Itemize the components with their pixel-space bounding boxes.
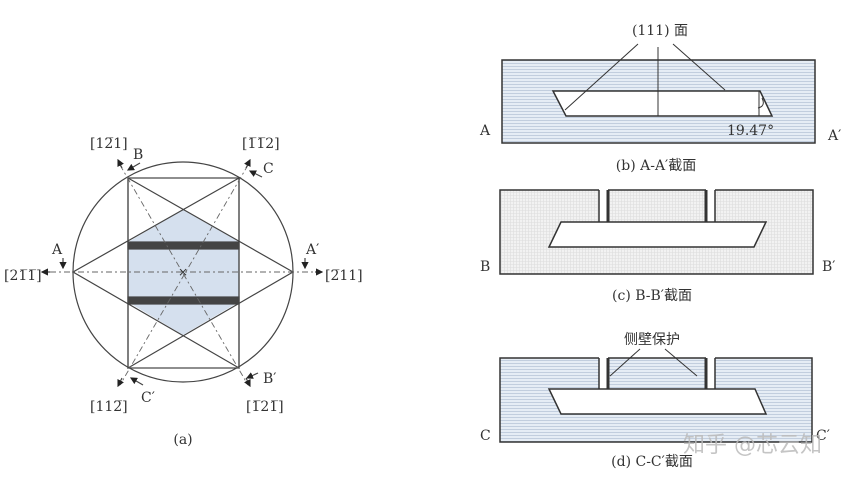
triangle-left — [71, 176, 240, 370]
label-a: A — [479, 123, 491, 139]
dir-left: [21̅1̅] — [4, 268, 42, 284]
center-mark: × — [178, 265, 188, 279]
marker-c-prime: C′ — [141, 390, 155, 406]
label-b-prime: B′ — [822, 259, 835, 275]
dir-right: [2̅11] — [325, 268, 363, 284]
cavity — [547, 221, 768, 248]
marker-a-prime: A′ — [305, 242, 319, 258]
cavity — [551, 90, 774, 117]
sidewall-label: 侧壁保护 — [624, 332, 680, 348]
marker-b: B — [133, 147, 143, 163]
plane-label: (111) 面 — [632, 23, 688, 39]
caption-d: (d) C-C′截面 — [611, 454, 693, 470]
dir-top-left: [12̅1] — [90, 136, 128, 152]
figure-c — [499, 189, 814, 275]
dir-bottom-right: [1̅21̅] — [246, 399, 284, 415]
trench-bar-bottom — [127, 296, 240, 305]
figure-d — [499, 348, 813, 443]
marker-a: A — [51, 242, 63, 258]
dir-bottom-left: [112̅] — [90, 399, 128, 415]
label-b: B — [480, 259, 490, 275]
angle-label: 19.47° — [727, 123, 774, 139]
triangle-right — [127, 176, 295, 370]
label-c-prime: C′ — [816, 428, 830, 444]
caption-a: (a) — [173, 432, 192, 448]
caption-c: (c) B-B′截面 — [612, 288, 692, 304]
label-c: C — [480, 428, 491, 444]
caption-b: (b) A-A′截面 — [616, 158, 696, 174]
marker-c: C — [263, 161, 274, 177]
cavity — [547, 388, 768, 415]
dir-top-right: [1̅1̅2] — [242, 136, 280, 152]
watermark: 知乎 @芯云知 — [683, 433, 822, 458]
figure-a: × — [40, 158, 324, 388]
trench-bar-top — [127, 241, 240, 250]
axis-c — [119, 164, 249, 386]
label-a-prime: A′ — [827, 128, 841, 144]
marker-b-prime: B′ — [263, 371, 276, 387]
figure-b — [501, 43, 816, 144]
